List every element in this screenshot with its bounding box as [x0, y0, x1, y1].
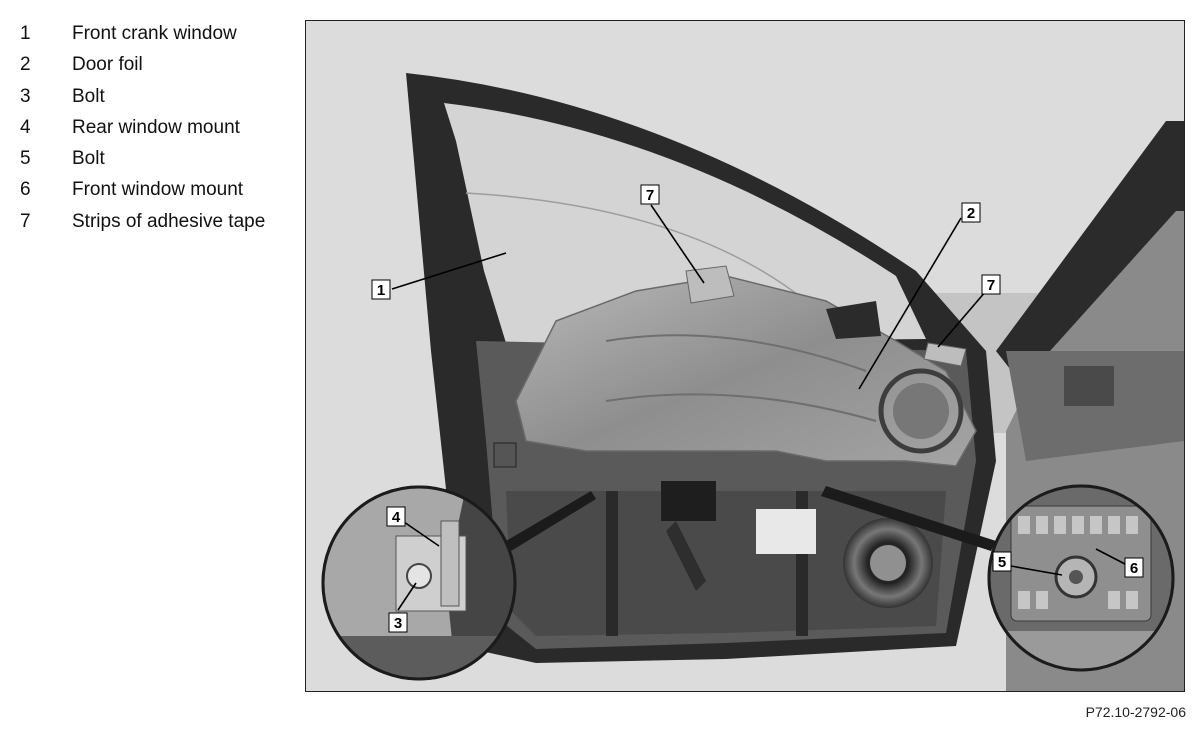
leader-line-3 — [397, 582, 417, 611]
callout-7b-text: 7 — [987, 277, 995, 294]
callout-3: 3 — [388, 612, 408, 633]
legend-number: 3 — [20, 85, 31, 107]
detail-pointer — [821, 486, 996, 551]
detail-circle-left-border — [321, 485, 517, 681]
foil-speaker-cutout — [893, 383, 949, 439]
leader-line-2 — [858, 217, 962, 390]
foil-detail — [605, 393, 877, 422]
foil-speaker-ring — [878, 368, 964, 454]
callout-7b: 7 — [981, 274, 1001, 295]
callout-6-text: 6 — [1130, 560, 1138, 577]
regulator-arm — [666, 521, 706, 591]
window-glass — [444, 103, 926, 343]
callout-1: 1 — [371, 279, 391, 300]
window-reflection — [465, 192, 807, 302]
connector-block — [756, 509, 816, 554]
callout-7a-text: 7 — [646, 187, 654, 204]
legend-label: Bolt — [72, 148, 105, 170]
leader-line-1 — [391, 252, 507, 290]
legend-label: Rear window mount — [72, 116, 240, 138]
legend-number: 2 — [20, 54, 31, 76]
legend-number: 4 — [20, 116, 31, 138]
detail-bolt-3 — [406, 563, 432, 589]
leader-line-7a — [650, 204, 705, 284]
legend-number: 5 — [20, 148, 31, 170]
callout-7a: 7 — [640, 184, 660, 205]
window-rail — [606, 491, 618, 636]
mount-grid — [1018, 516, 1138, 609]
foil-detail — [605, 334, 867, 372]
tape-strip — [923, 342, 967, 367]
legend-label: Bolt — [72, 85, 105, 107]
door-latch — [493, 442, 517, 468]
callout-4-text: 4 — [392, 509, 401, 526]
callout-5-text: 5 — [998, 554, 1006, 571]
leader-line-6 — [1095, 548, 1126, 565]
callout-6: 6 — [1124, 557, 1144, 578]
regulator-motor — [661, 481, 716, 521]
detail-mount-4 — [440, 520, 460, 607]
legend-label: Front crank window — [72, 23, 237, 44]
callout-4: 4 — [386, 506, 406, 527]
callout-2: 2 — [961, 202, 981, 223]
leader-line-7b — [937, 290, 987, 348]
legend-number: 7 — [20, 210, 31, 232]
leader-line-5 — [1010, 565, 1063, 576]
tape-strip — [685, 265, 735, 304]
leader-lines — [391, 204, 1126, 611]
legend-label: Strips of adhesive tape — [72, 210, 266, 232]
legend-number: 6 — [20, 179, 31, 201]
detail-circle-right-border — [987, 484, 1175, 672]
legend-number: 1 — [20, 23, 31, 44]
callout-3-text: 3 — [394, 615, 402, 632]
speaker-center — [870, 545, 906, 581]
dash-vent — [1064, 366, 1114, 406]
detail-pointer — [506, 491, 596, 551]
legend-label: Front window mount — [72, 179, 244, 201]
leader-line-4 — [403, 521, 440, 547]
side-mirror — [826, 301, 881, 339]
callout-5: 5 — [992, 551, 1012, 572]
detail-frame — [446, 487, 515, 679]
door-photo: 1 2 7 7 4 3 5 6 — [305, 20, 1185, 692]
callout-1-text: 1 — [377, 282, 385, 299]
figure-reference: P72.10-2792-06 — [1085, 704, 1186, 720]
legend-label: Door foil — [72, 54, 143, 76]
callout-2-text: 2 — [967, 205, 975, 222]
detail-bolt-5-center — [1069, 570, 1083, 584]
